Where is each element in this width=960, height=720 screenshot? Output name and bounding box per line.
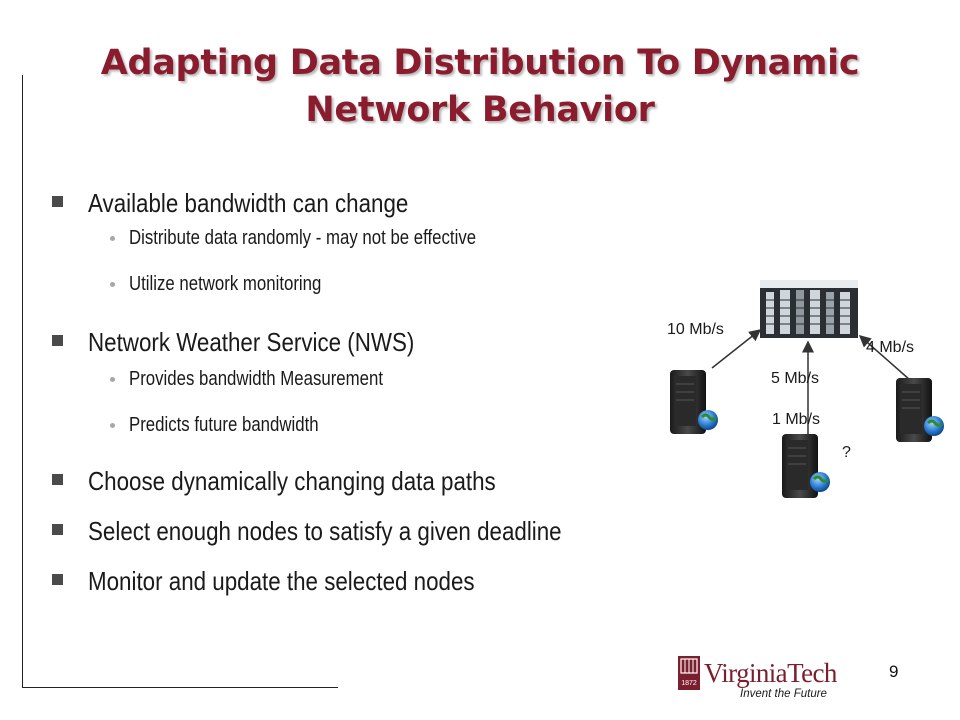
link-right bbox=[858, 335, 911, 381]
datacenter-icon bbox=[760, 280, 858, 338]
sub-bullet-text: Predicts future bandwidth bbox=[129, 414, 319, 436]
bullet-item: Network Weather Service (NWS) bbox=[52, 325, 692, 359]
square-bullet-icon bbox=[52, 196, 63, 207]
bullet-list: Available bandwidth can change Distribut… bbox=[52, 186, 692, 598]
bullet-text: Monitor and update the selected nodes bbox=[88, 566, 475, 596]
link-right-label: 4 Mb/s bbox=[866, 339, 915, 356]
sub-bullet-text: Distribute data randomly - may not be ef… bbox=[129, 227, 477, 249]
virginia-tech-logo: 1872 VirginiaTech Invent the Future bbox=[678, 654, 858, 700]
slide-title-line-2: Network Behavior bbox=[305, 90, 655, 130]
sub-bullet-item: Utilize network monitoring bbox=[52, 270, 692, 298]
bullet-text: Select enough nodes to satisfy a given d… bbox=[88, 516, 562, 546]
bullet-item: Available bandwidth can change bbox=[52, 186, 692, 220]
page-number: 9 bbox=[889, 662, 899, 681]
server-icon-right bbox=[896, 378, 944, 442]
sub-bullet-item: Distribute data randomly - may not be ef… bbox=[52, 224, 692, 252]
bullet-text: Network Weather Service (NWS) bbox=[88, 327, 415, 357]
slide-title: Adapting Data Distribution To Dynamic Ne… bbox=[40, 40, 920, 134]
sub-bullet-text: Utilize network monitoring bbox=[129, 273, 322, 295]
dot-bullet-icon bbox=[110, 236, 115, 241]
logo-wordmark: VirginiaTech bbox=[704, 658, 838, 688]
sub-bullet-text: Provides bandwidth Measurement bbox=[129, 368, 384, 390]
dot-bullet-icon bbox=[110, 377, 115, 382]
link-center-label-bottom: 1 Mb/s bbox=[772, 411, 821, 428]
hokie-shield-icon: 1872 bbox=[678, 656, 700, 690]
network-diagram: 10 Mb/s 4 Mb/s 5 Mb/s 1 Mb/s ? bbox=[640, 270, 960, 500]
link-left bbox=[711, 329, 762, 369]
bullet-text: Choose dynamically changing data paths bbox=[88, 466, 496, 496]
link-left-label: 10 Mb/s bbox=[667, 321, 724, 338]
logo-tagline: Invent the Future bbox=[740, 688, 827, 700]
link-center-label-top: 5 Mb/s bbox=[771, 370, 820, 387]
square-bullet-icon bbox=[52, 524, 63, 535]
bullet-item: Choose dynamically changing data paths bbox=[52, 464, 692, 498]
sub-bullet-item: Predicts future bandwidth bbox=[52, 411, 692, 439]
square-bullet-icon bbox=[52, 474, 63, 485]
logo-year: 1872 bbox=[681, 680, 697, 687]
bullet-text: Available bandwidth can change bbox=[88, 188, 409, 218]
dot-bullet-icon bbox=[110, 282, 115, 287]
frame-bottom-rule bbox=[22, 687, 338, 688]
frame-left-rule bbox=[22, 75, 23, 687]
server-icon-bottom bbox=[782, 434, 830, 498]
unknown-bandwidth-label: ? bbox=[842, 444, 851, 461]
square-bullet-icon bbox=[52, 335, 63, 346]
sub-bullet-item: Provides bandwidth Measurement bbox=[52, 365, 692, 393]
server-icon-left bbox=[670, 370, 718, 434]
slide-title-line-1: Adapting Data Distribution To Dynamic bbox=[100, 43, 860, 83]
bullet-item: Monitor and update the selected nodes bbox=[52, 564, 692, 598]
dot-bullet-icon bbox=[110, 423, 115, 428]
square-bullet-icon bbox=[52, 574, 63, 585]
bullet-item: Select enough nodes to satisfy a given d… bbox=[52, 514, 692, 548]
